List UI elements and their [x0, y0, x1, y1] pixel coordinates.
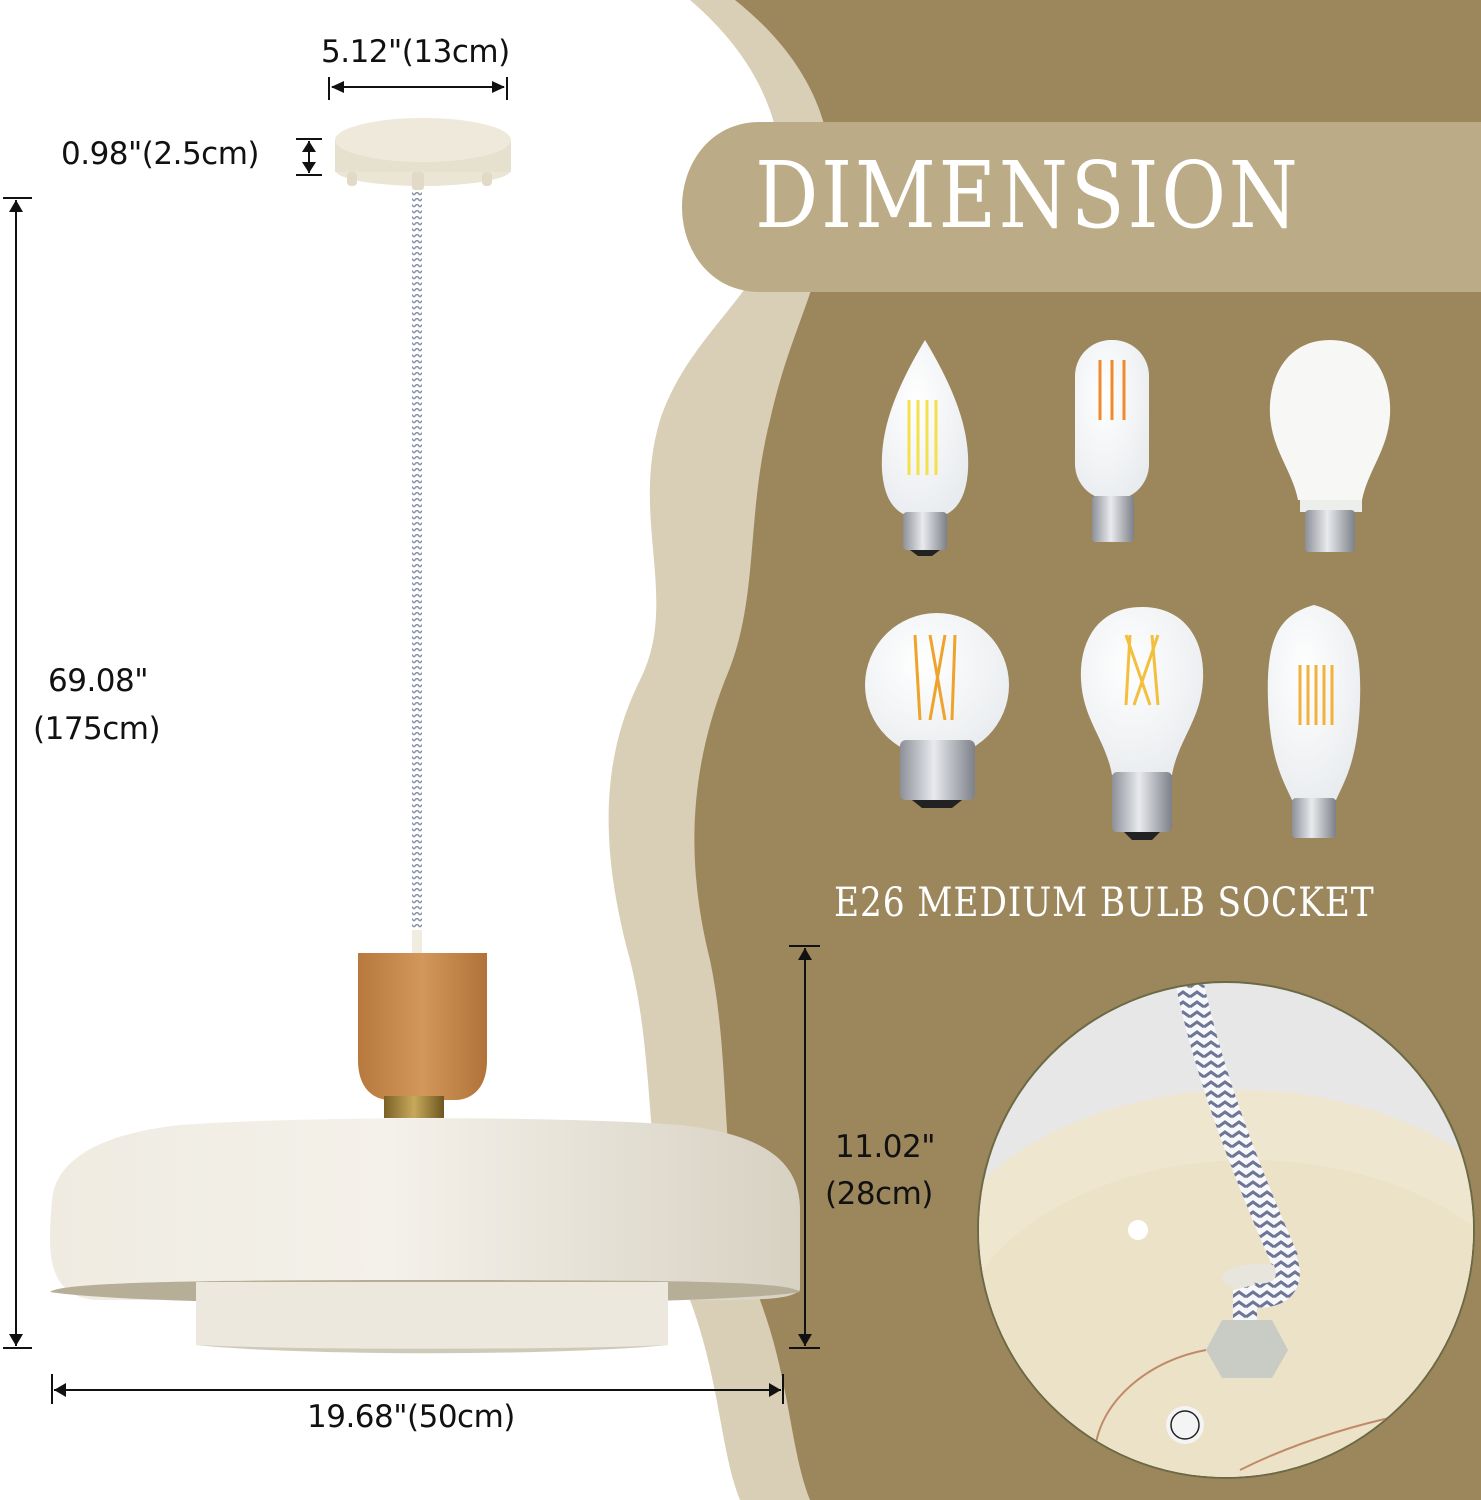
braided-cord — [412, 190, 422, 950]
wood-socket-cover — [358, 953, 487, 1100]
canopy-height-label: 0.98"(2.5cm) — [61, 136, 260, 172]
shade-height-inches-label: 11.02" — [835, 1129, 936, 1165]
st64-edison-bulb-icon — [1267, 605, 1361, 838]
socket-type-label: E26 MEDIUM BULB SOCKET — [834, 880, 1375, 926]
total-height-inches-label: 69.08" — [48, 663, 149, 699]
globe-filament-bulb-icon — [865, 613, 1009, 808]
lamp-shade — [49, 1118, 800, 1354]
candle-filament-bulb-icon — [881, 340, 969, 556]
tubular-filament-bulb-icon — [1075, 340, 1149, 542]
canopy-width-dimension — [328, 77, 508, 100]
a19-led-bulb-icon — [1269, 340, 1391, 552]
a19-filament-bulb-icon — [1080, 607, 1204, 840]
total-height-dimension — [3, 197, 32, 1349]
shade-width-label: 19.68"(50cm) — [307, 1399, 515, 1435]
canopy-height-dimension — [296, 138, 322, 176]
canopy-width-label: 5.12"(13cm) — [321, 34, 510, 70]
shade-width-dimension — [51, 1374, 784, 1404]
total-height-cm-label: (175cm) — [33, 711, 161, 747]
brass-ring — [384, 1096, 444, 1118]
title-banner — [682, 122, 1481, 292]
ceiling-canopy — [335, 118, 511, 190]
shade-height-cm-label: (28cm) — [825, 1176, 933, 1212]
title-heading: DIMENSION — [755, 142, 1301, 249]
shade-height-dimension — [789, 945, 820, 1349]
